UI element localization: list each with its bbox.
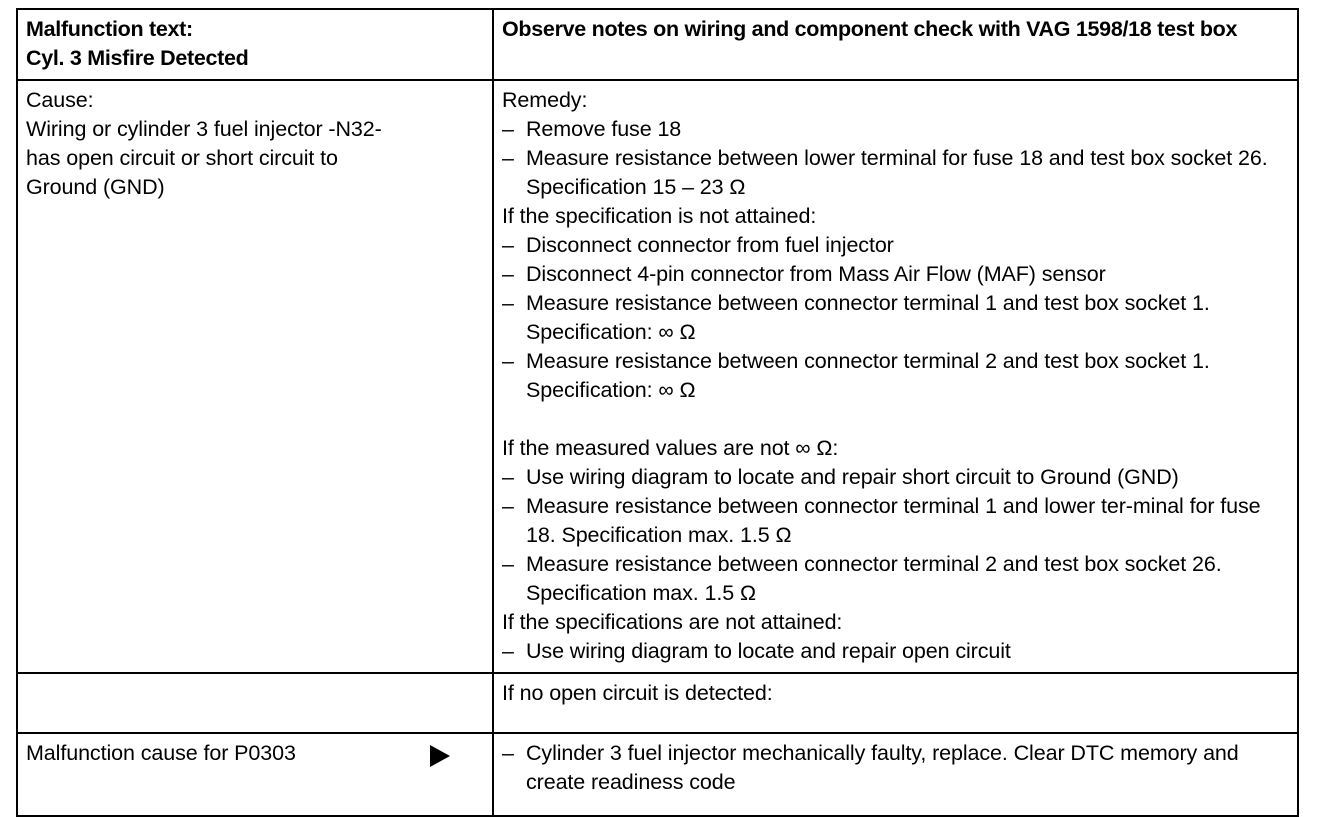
- remedy-item: – Use wiring diagram to locate and repai…: [502, 463, 1289, 492]
- remedy-item-text: Use wiring diagram to locate and repair …: [526, 639, 1011, 663]
- remedy-label: Remedy:: [502, 88, 588, 112]
- dash-marker: –: [502, 639, 514, 663]
- remedy-condition-text: If the specification is not attained:: [502, 204, 817, 228]
- cell-cause: Cause: Wiring or cylinder 3 fuel injecto…: [16, 79, 494, 674]
- dash-marker: –: [502, 146, 514, 170]
- final-remedy-text: Cylinder 3 fuel injector mechanically fa…: [526, 741, 1239, 794]
- empty-spacer: [26, 679, 484, 726]
- remedy-item-text: Measure resistance between connector ter…: [526, 291, 1210, 344]
- cell-empty: [16, 672, 494, 734]
- malfunction-text-label: Malfunction text:: [26, 17, 193, 41]
- no-open-circuit-text: If no open circuit is detected:: [502, 681, 773, 705]
- remedy-item-text: Disconnect 4-pin connector from Mass Air…: [526, 262, 1106, 286]
- remedy-item: – Disconnect connector from fuel injecto…: [502, 231, 1289, 260]
- remedy-item-text: Remove fuse 18: [526, 117, 682, 141]
- remedy-item-text: Measure resistance between lower termina…: [526, 146, 1268, 199]
- remedy-item: – Measure resistance between lower termi…: [502, 144, 1289, 202]
- dash-marker: –: [502, 552, 514, 576]
- remedy-item: – Measure resistance between connector t…: [502, 492, 1289, 550]
- remedy-item-text: Measure resistance between connector ter…: [526, 349, 1210, 402]
- malfunction-text-value: Cyl. 3 Misfire Detected: [26, 46, 249, 70]
- dash-marker: –: [502, 465, 514, 489]
- remedy-item: – Use wiring diagram to locate and repai…: [502, 637, 1289, 666]
- dash-marker: –: [502, 349, 514, 373]
- malfunction-cause-label: Malfunction cause for P0303: [26, 741, 296, 765]
- cause-line-1: Wiring or cylinder 3 fuel injector -N32-: [26, 117, 382, 141]
- cell-remedy: Remedy: – Remove fuse 18 – Measure resis…: [492, 79, 1299, 674]
- remedy-item: – Disconnect 4-pin connector from Mass A…: [502, 260, 1289, 289]
- cell-final-remedy: – Cylinder 3 fuel injector mechanically …: [492, 732, 1299, 817]
- remedy-condition: If the specification is not attained:: [502, 202, 1289, 231]
- remedy-item: – Measure resistance between connector t…: [502, 347, 1289, 405]
- cause-line-2: has open circuit or short circuit to: [26, 146, 338, 170]
- dash-marker: –: [502, 741, 514, 765]
- cell-no-open-circuit: If no open circuit is detected:: [492, 672, 1299, 734]
- cell-testbox-note: Observe notes on wiring and component ch…: [492, 8, 1299, 81]
- cell-malfunction-text: Malfunction text: Cyl. 3 Misfire Detecte…: [16, 8, 494, 81]
- dash-marker: –: [502, 494, 514, 518]
- table-row-header: Malfunction text: Cyl. 3 Misfire Detecte…: [16, 8, 1299, 81]
- remedy-item: – Measure resistance between connector t…: [502, 550, 1289, 608]
- remedy-condition-text: If the specifications are not attained:: [502, 610, 843, 634]
- final-remedy-item: – Cylinder 3 fuel injector mechanically …: [502, 739, 1289, 797]
- cause-line-3: Ground (GND): [26, 175, 165, 199]
- remedy-condition: If the specifications are not attained:: [502, 608, 1289, 637]
- testbox-note-text: Observe notes on wiring and component ch…: [502, 17, 1238, 41]
- remedy-item: – Remove fuse 18: [502, 115, 1289, 144]
- dash-marker: –: [502, 117, 514, 141]
- table-row-malfunction-cause: Malfunction cause for P0303 – Cylinder 3…: [16, 732, 1299, 817]
- remedy-item: – Measure resistance between connector t…: [502, 289, 1289, 347]
- remedy-condition: If the measured values are not ∞ Ω:: [502, 434, 1289, 463]
- cause-label: Cause:: [26, 88, 94, 112]
- remedy-item-text: Measure resistance between connector ter…: [526, 552, 1222, 605]
- dtc-table: Malfunction text: Cyl. 3 Misfire Detecte…: [16, 8, 1299, 817]
- remedy-item-text: Disconnect connector from fuel injector: [526, 233, 894, 257]
- dash-marker: –: [502, 291, 514, 315]
- table-row-no-open-circuit: If no open circuit is detected:: [16, 672, 1299, 734]
- dash-marker: –: [502, 233, 514, 257]
- dash-marker: –: [502, 262, 514, 286]
- remedy-condition-text: If the measured values are not ∞ Ω:: [502, 436, 839, 460]
- cell-malfunction-cause: Malfunction cause for P0303: [16, 732, 494, 817]
- remedy-item-text: Use wiring diagram to locate and repair …: [526, 465, 1179, 489]
- paragraph-spacer: [502, 405, 1289, 434]
- remedy-item-text: Measure resistance between connector ter…: [526, 494, 1261, 547]
- triangle-right-icon: [430, 745, 450, 767]
- table-row-main: Cause: Wiring or cylinder 3 fuel injecto…: [16, 79, 1299, 674]
